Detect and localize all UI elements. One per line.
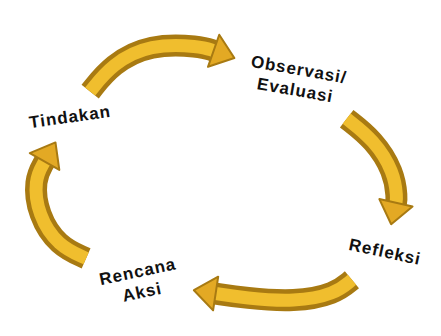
arrow-body	[347, 119, 397, 203]
arrow-body-shadow	[347, 119, 397, 203]
step-label: Tindakan	[28, 101, 112, 133]
arrow-head	[194, 277, 218, 311]
cycle-arrow	[194, 277, 352, 311]
cycle-arrow	[347, 119, 413, 225]
cycle-arrow	[90, 35, 234, 92]
cycle-step: Tindakan	[17, 92, 123, 143]
cycle-arrow	[30, 142, 86, 258]
arrow-body-shadow	[36, 162, 86, 259]
arrow-head	[208, 35, 234, 67]
arrow-body-shadow	[90, 46, 213, 92]
arrow-head	[379, 199, 412, 224]
arrow-body	[90, 46, 213, 92]
cycle-step: Rencana Aksi	[86, 243, 194, 320]
arrow-body-shadow	[216, 280, 352, 300]
arrow-body	[36, 162, 86, 259]
cycle-step: Refleksi	[336, 224, 435, 280]
cycle-step: Observasi/ Evaluasi	[234, 41, 359, 118]
arrow-body	[216, 280, 352, 300]
arrow-head	[30, 142, 60, 170]
step-label: Refleksi	[347, 234, 423, 270]
step-label: Rencana Aksi	[98, 253, 183, 310]
step-label: Observasi/ Evaluasi	[246, 51, 349, 109]
